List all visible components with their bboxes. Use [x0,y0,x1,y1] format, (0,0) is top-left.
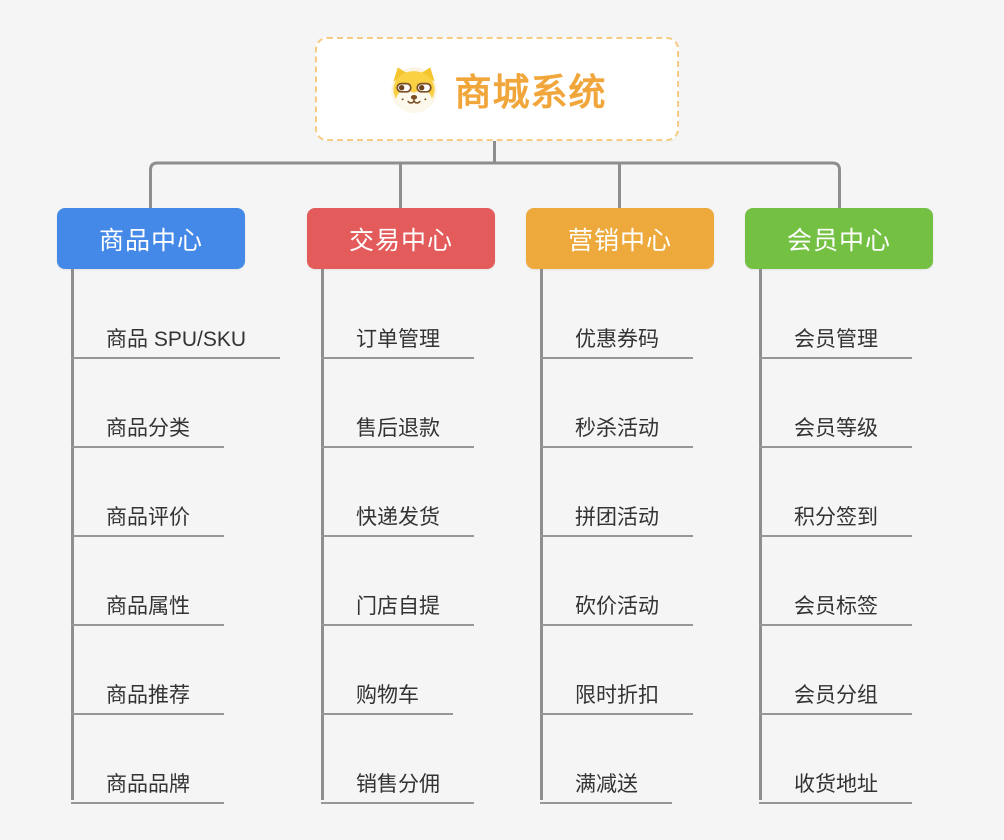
leaf-topic[interactable]: 商品推荐 [71,669,224,715]
leaf-topic[interactable]: 优惠券码 [540,313,693,359]
leaf-topic[interactable]: 商品 SPU/SKU [71,313,281,359]
leaf-topic[interactable]: 商品品牌 [71,758,224,804]
leaf-topic[interactable]: 购物车 [321,669,453,715]
branch-topic-label: 交易中心 [348,226,453,255]
branch-trunk-line [759,269,762,800]
branch-topic-products[interactable]: 商品中心 [57,208,245,269]
leaf-topic[interactable]: 限时折扣 [540,669,693,715]
leaf-topic[interactable]: 秒杀活动 [540,402,693,448]
shiba-dog-icon [388,63,440,115]
branch-topic-marketing[interactable]: 营销中心 [526,208,714,269]
root-topic[interactable]: 商城系统 [315,37,679,141]
branch-topic-trade[interactable]: 交易中心 [307,208,495,269]
leaf-topic[interactable]: 售后退款 [321,402,474,448]
leaf-topic[interactable]: 会员标签 [759,580,912,626]
leaf-topic[interactable]: 商品分类 [71,402,224,448]
branch-topic-label: 营销中心 [567,226,672,255]
branch-topic-label: 会员中心 [786,226,891,255]
leaf-topic[interactable]: 商品评价 [71,491,224,537]
leaf-topic[interactable]: 积分签到 [759,491,912,537]
branch-topic-label: 商品中心 [98,226,203,255]
branch-trunk-line [321,269,324,800]
root-topic-label: 商城系统 [454,72,607,113]
leaf-topic[interactable]: 商品属性 [71,580,224,626]
leaf-topic[interactable]: 订单管理 [321,313,474,359]
leaf-topic[interactable]: 门店自提 [321,580,474,626]
branch-topic-members[interactable]: 会员中心 [745,208,933,269]
branch-column-products: 商品中心 商品 SPU/SKU 商品分类 商品评价 商品属性 商品推荐 商品品牌 [57,208,297,808]
leaf-topic[interactable]: 满减送 [540,758,672,804]
branch-column-members: 会员中心 会员管理 会员等级 积分签到 会员标签 会员分组 收货地址 [745,208,985,808]
leaf-topic[interactable]: 拼团活动 [540,491,693,537]
leaf-topic[interactable]: 砍价活动 [540,580,693,626]
leaf-topic[interactable]: 收货地址 [759,758,912,804]
leaf-topic[interactable]: 会员分组 [759,669,912,715]
leaf-topic[interactable]: 会员等级 [759,402,912,448]
leaf-topic[interactable]: 快递发货 [321,491,474,537]
branch-column-marketing: 营销中心 优惠券码 秒杀活动 拼团活动 砍价活动 限时折扣 满减送 [526,208,766,808]
branch-bracket-line [149,161,841,208]
branch-column-trade: 交易中心 订单管理 售后退款 快递发货 门店自提 购物车 销售分佣 [307,208,547,808]
leaf-topic[interactable]: 会员管理 [759,313,912,359]
leaf-topic[interactable]: 销售分佣 [321,758,474,804]
branch-trunk-line [71,269,74,800]
branch-trunk-line [540,269,543,800]
